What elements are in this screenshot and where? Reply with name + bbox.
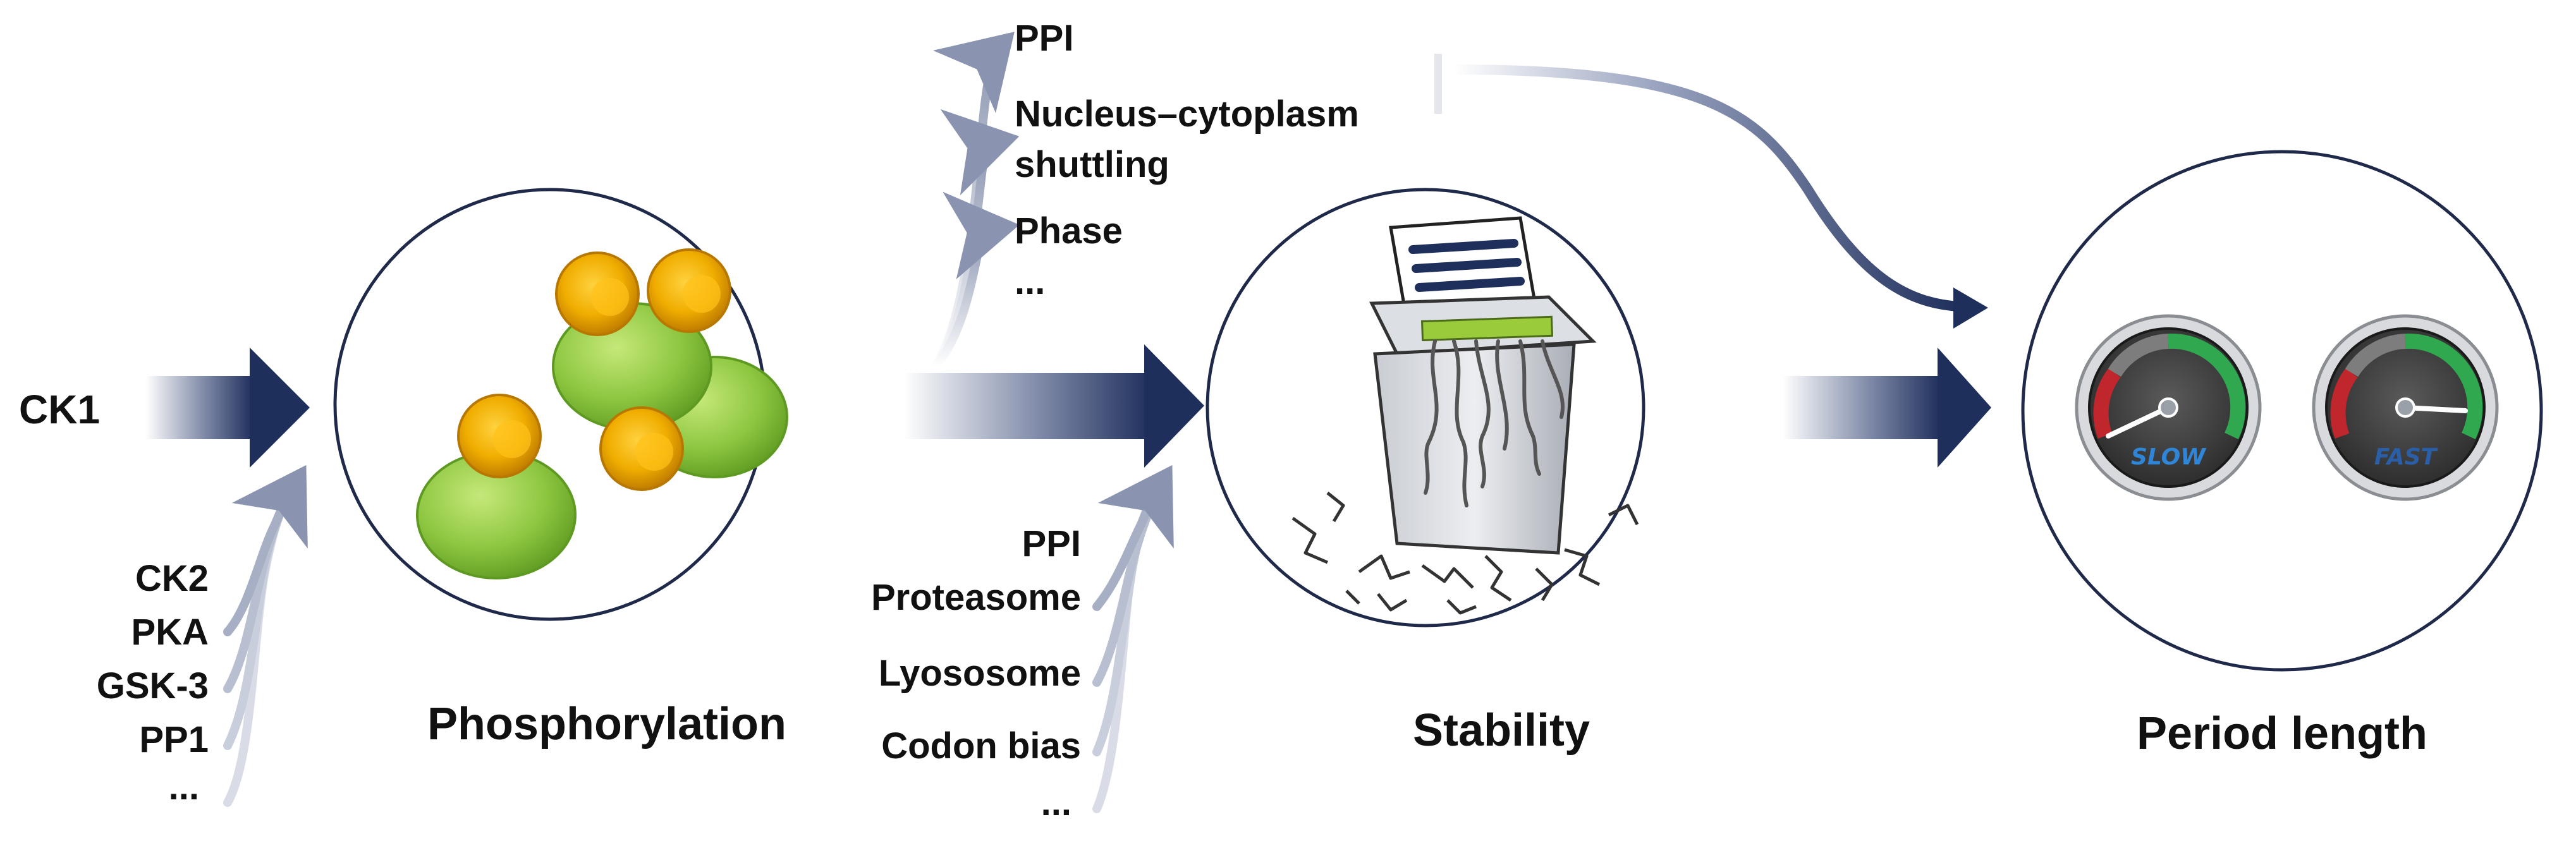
stability-label: Stability	[1413, 705, 1590, 756]
kinase-curves	[223, 464, 308, 807]
effect-label: ...	[1015, 261, 1045, 302]
arrow-upper-effects-to-period	[1434, 54, 1988, 329]
effect-label: PPI	[1015, 18, 1074, 59]
period-length-label: Period length	[2137, 708, 2427, 759]
kinase-label: PP1	[139, 719, 209, 760]
effect-label: Phase	[1015, 210, 1123, 251]
arrow-stability-to-period	[1783, 348, 1991, 468]
lower-factors-list: PPI Proteasome Lyososome Codon bias ...	[871, 523, 1081, 823]
fast-gauge-label: FAST	[2374, 444, 2438, 470]
kinase-label: CK2	[135, 558, 209, 599]
slow-gauge-label: SLOW	[2131, 444, 2207, 470]
shredder-icon	[1291, 216, 1639, 615]
arrow-phosphorylation-to-stability	[904, 344, 1204, 468]
factor-label: ...	[1041, 782, 1071, 823]
slow-gauge-icon: SLOW	[2075, 314, 2262, 501]
fast-gauge-icon: FAST	[2312, 314, 2499, 501]
kinase-label: ...	[169, 766, 199, 808]
upper-effects-list: PPI Nucleus–cytoplasm shuttling Phase ..…	[1015, 18, 1359, 302]
factor-label: Codon bias	[881, 725, 1081, 766]
input-kinase-label: CK1	[19, 387, 100, 432]
upper-effects-curves	[931, 32, 1020, 371]
factor-label: PPI	[1022, 523, 1082, 564]
factor-curves	[1092, 464, 1174, 813]
phosphorylated-protein-illustration	[416, 248, 788, 579]
other-kinases-list: CK2 PKA GSK-3 PP1 ...	[97, 558, 209, 808]
kinase-label: GSK-3	[97, 665, 209, 706]
effect-label: shuttling	[1015, 144, 1169, 185]
phosphorylation-label: Phosphorylation	[427, 699, 786, 749]
factor-label: Lyososome	[879, 653, 1081, 694]
factor-label: Proteasome	[871, 577, 1081, 618]
effect-label: Nucleus–cytoplasm	[1015, 94, 1359, 135]
kinase-label: PKA	[131, 612, 209, 653]
arrow-input-to-phosphorylation	[145, 348, 310, 468]
period-length-circle	[2021, 150, 2543, 672]
